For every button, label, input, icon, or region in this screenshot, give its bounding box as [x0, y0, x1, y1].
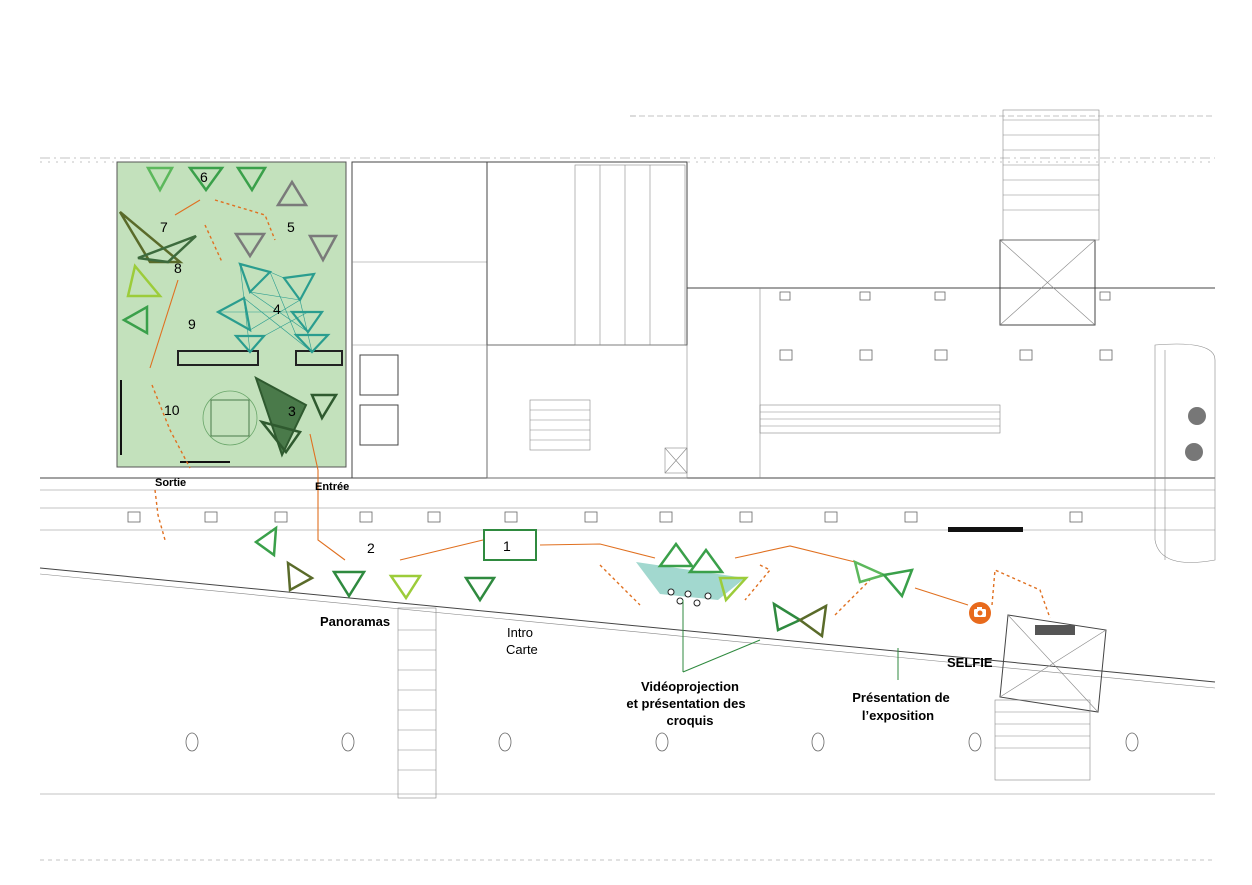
display-triangles [118, 166, 914, 639]
station-label: 6 [200, 169, 208, 185]
triangle-marker [275, 179, 309, 207]
camera-icon [969, 602, 991, 624]
exit-label: Sortie [155, 477, 186, 489]
triangle-marker [187, 166, 225, 193]
annotation-leaders [682, 600, 899, 680]
video-label-line3: croquis [667, 713, 714, 728]
station-1-box [483, 529, 537, 561]
station-label: 2 [367, 540, 375, 556]
station-label: 5 [287, 219, 295, 235]
triangle-marker [310, 393, 339, 421]
station-label: 8 [174, 260, 182, 276]
station-label: 4 [273, 301, 281, 317]
triangle-marker [331, 570, 367, 599]
station-label: 1 [503, 538, 511, 554]
triangle-marker [253, 525, 278, 558]
station-label: 3 [288, 403, 296, 419]
triangle-marker [463, 576, 497, 603]
exhibition-zone [116, 161, 347, 468]
triangle-marker [235, 166, 268, 193]
triangle-marker [145, 166, 175, 193]
video-label-line1: Vidéoprojection [641, 679, 739, 694]
station-label: 7 [160, 219, 168, 235]
triangle-marker [137, 234, 197, 264]
presentation-label-line1: Présentation de [852, 690, 950, 705]
triangle-marker [286, 560, 315, 593]
architecture-background [39, 109, 1216, 861]
triangle-marker [233, 232, 267, 259]
triangle-marker [121, 304, 149, 336]
visitor-path [149, 199, 1051, 619]
labels: 1 2 3 4 5 6 7 8 9 10 Sortie Entrée Panor… [155, 169, 993, 728]
presentation-label-line2: l’exposition [862, 708, 934, 723]
triangle-marker [126, 263, 163, 298]
triangle-marker [307, 234, 339, 263]
intro-label-line2: Carte [506, 642, 538, 657]
station-label: 10 [164, 402, 180, 418]
intro-label-line1: Intro [507, 625, 533, 640]
panoramas-label: Panoramas [320, 614, 390, 629]
selfie-label: SELFIE [947, 655, 993, 670]
station-label: 9 [188, 316, 196, 332]
triangle-marker [258, 419, 303, 455]
triangle-marker [388, 574, 423, 601]
video-label-line2: et présentation des [626, 696, 745, 711]
entrance-label: Entrée [315, 481, 349, 493]
